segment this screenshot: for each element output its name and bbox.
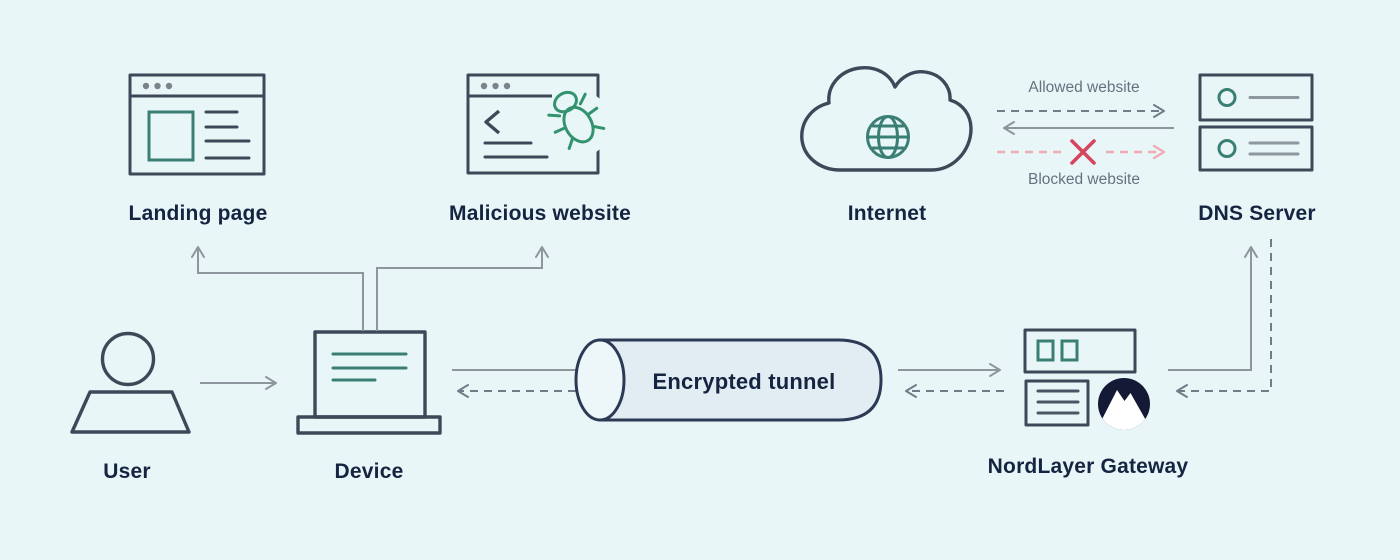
browser-dot-icon xyxy=(480,82,488,90)
dns-server-icon xyxy=(1198,73,1314,172)
internet-cloud-icon xyxy=(800,66,973,172)
landing-page-icon xyxy=(128,73,266,176)
blocked-x-icon xyxy=(1070,139,1096,165)
nordlayer-gateway-icon xyxy=(1023,328,1150,430)
bug-icon xyxy=(547,90,606,150)
dns-server-label: DNS Server xyxy=(1198,202,1316,225)
encrypted-tunnel: Encrypted tunnel xyxy=(574,338,883,422)
arrow-device-to-landing-page xyxy=(191,246,364,331)
hero-image-placeholder-icon xyxy=(147,110,195,162)
encrypted-tunnel-label: Encrypted tunnel xyxy=(653,369,836,394)
user-icon xyxy=(70,331,191,434)
internet-label: Internet xyxy=(848,202,927,225)
user-label: User xyxy=(103,460,151,483)
arrow-dns-to-gateway xyxy=(1176,239,1272,398)
server-slot-icon xyxy=(1036,339,1055,362)
browser-dot-icon xyxy=(165,82,173,90)
browser-dot-icon xyxy=(142,82,150,90)
malicious-website-icon xyxy=(466,73,611,175)
device-label: Device xyxy=(335,460,404,483)
device-laptop-icon xyxy=(296,330,442,435)
arrow-gateway-to-dns xyxy=(1168,246,1258,371)
malicious-website-label: Malicious website xyxy=(449,202,631,225)
landing-page-label: Landing page xyxy=(129,202,268,225)
back-chevron-icon xyxy=(484,109,501,135)
server-led-icon xyxy=(1217,139,1237,158)
blocked-website-label: Blocked website xyxy=(1028,171,1140,188)
browser-dot-icon xyxy=(154,82,161,90)
globe-icon xyxy=(866,115,910,159)
server-slot-icon xyxy=(1060,339,1079,362)
arrow-blocked-request xyxy=(997,139,1166,165)
arrow-device-to-malicious-website xyxy=(376,246,549,331)
nordlayer-gateway-label: NordLayer Gateway xyxy=(988,455,1189,478)
nord-logo-icon xyxy=(1098,378,1150,430)
browser-dot-icon xyxy=(492,82,499,90)
server-led-icon xyxy=(1217,88,1237,107)
browser-dot-icon xyxy=(503,82,511,90)
allowed-website-label: Allowed website xyxy=(1028,79,1139,96)
